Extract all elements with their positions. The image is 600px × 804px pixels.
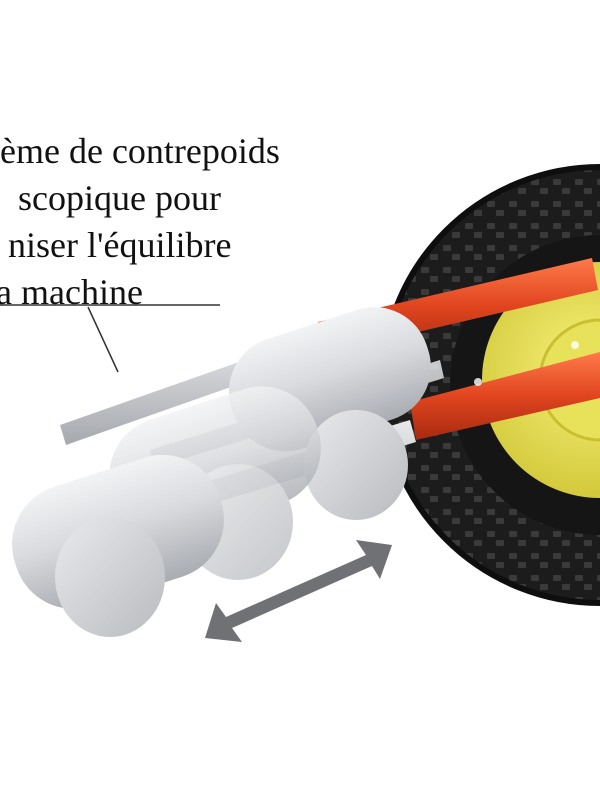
caption-line-2: scopique pour — [18, 178, 221, 218]
caption-line-3: niser l'équilibre — [8, 225, 232, 265]
caption-leader — [0, 304, 220, 373]
caption-text: ème de contrepoids scopique pour niser l… — [0, 128, 330, 316]
counterweight-front — [12, 454, 224, 637]
double-arrow-icon — [205, 540, 392, 642]
caption-line-4: a machine — [0, 272, 143, 312]
caption-line-1: ème de contrepoids — [0, 131, 280, 171]
